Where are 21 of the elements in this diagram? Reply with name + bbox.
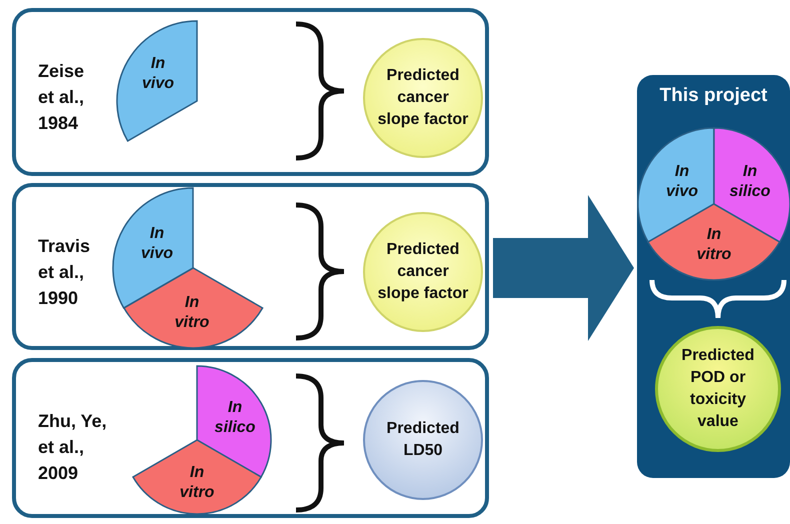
citation-text: Zhu, Ye, et al., 2009	[38, 410, 108, 485]
citation-text: Zeise et al., 1984	[38, 60, 86, 135]
project-panel	[637, 75, 790, 478]
result-text: Predicted cancer slope factor	[376, 240, 470, 304]
panel-heading: This project	[658, 85, 768, 107]
study-panel	[12, 183, 489, 350]
study-panel	[12, 358, 489, 518]
slice-label: In vivo	[666, 162, 698, 202]
result-text: Predicted POD or toxicity value	[680, 346, 756, 432]
slice-label: In vitro	[174, 293, 210, 333]
slice-label: In vivo	[142, 54, 174, 94]
result-text: Predicted LD50	[386, 419, 460, 461]
slice-label: In vitro	[180, 463, 214, 503]
result-text: Predicted cancer slope factor	[376, 66, 470, 130]
slice-label: In silico	[730, 162, 770, 202]
slice-label: In vitro	[696, 225, 732, 265]
study-panel	[12, 8, 489, 176]
slice-label: In silico	[214, 398, 256, 438]
slice-label: In vivo	[141, 224, 173, 264]
block-arrow	[493, 195, 634, 341]
citation-text: Travis et al., 1990	[38, 235, 92, 310]
